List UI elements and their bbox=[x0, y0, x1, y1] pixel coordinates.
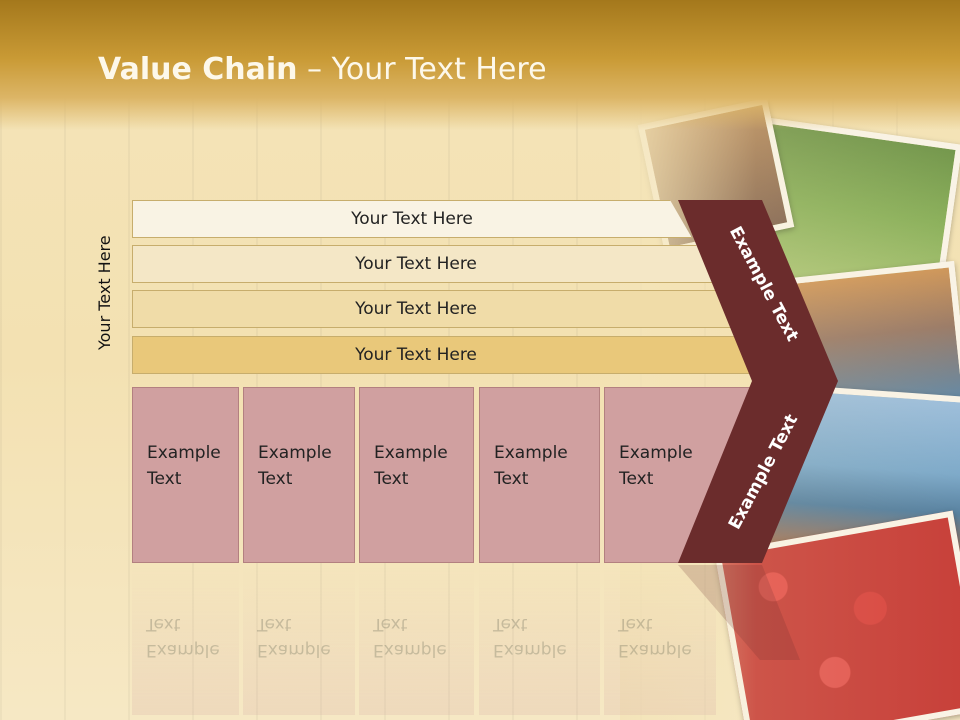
activity-box-line2: Text bbox=[374, 469, 409, 489]
title-rest: – Your Text Here bbox=[297, 52, 547, 87]
activity-box-line1: Example bbox=[494, 443, 568, 463]
activity-box-line1: Example bbox=[374, 443, 448, 463]
chevron-shape bbox=[678, 200, 838, 563]
chevron-reflection bbox=[678, 565, 800, 660]
support-bar-4: Your Text Here bbox=[132, 336, 764, 374]
support-bar-1: Your Text Here bbox=[132, 200, 692, 238]
activity-box-line2: Text bbox=[494, 469, 529, 489]
page-title: Value Chain – Your Text Here bbox=[98, 52, 547, 87]
activity-box-line1: Example bbox=[619, 443, 693, 463]
title-bold: Value Chain bbox=[98, 52, 298, 87]
title-band bbox=[0, 0, 960, 130]
activity-box-line2: Text bbox=[619, 469, 654, 489]
support-bar-2: Your Text Here bbox=[132, 245, 716, 283]
activity-box-line1: Example bbox=[147, 443, 221, 463]
activity-box-line2: Text bbox=[147, 469, 182, 489]
activity-box-line1: Example bbox=[258, 443, 332, 463]
activity-box-line2: Text bbox=[258, 469, 293, 489]
support-bar-3: Your Text Here bbox=[132, 290, 740, 328]
